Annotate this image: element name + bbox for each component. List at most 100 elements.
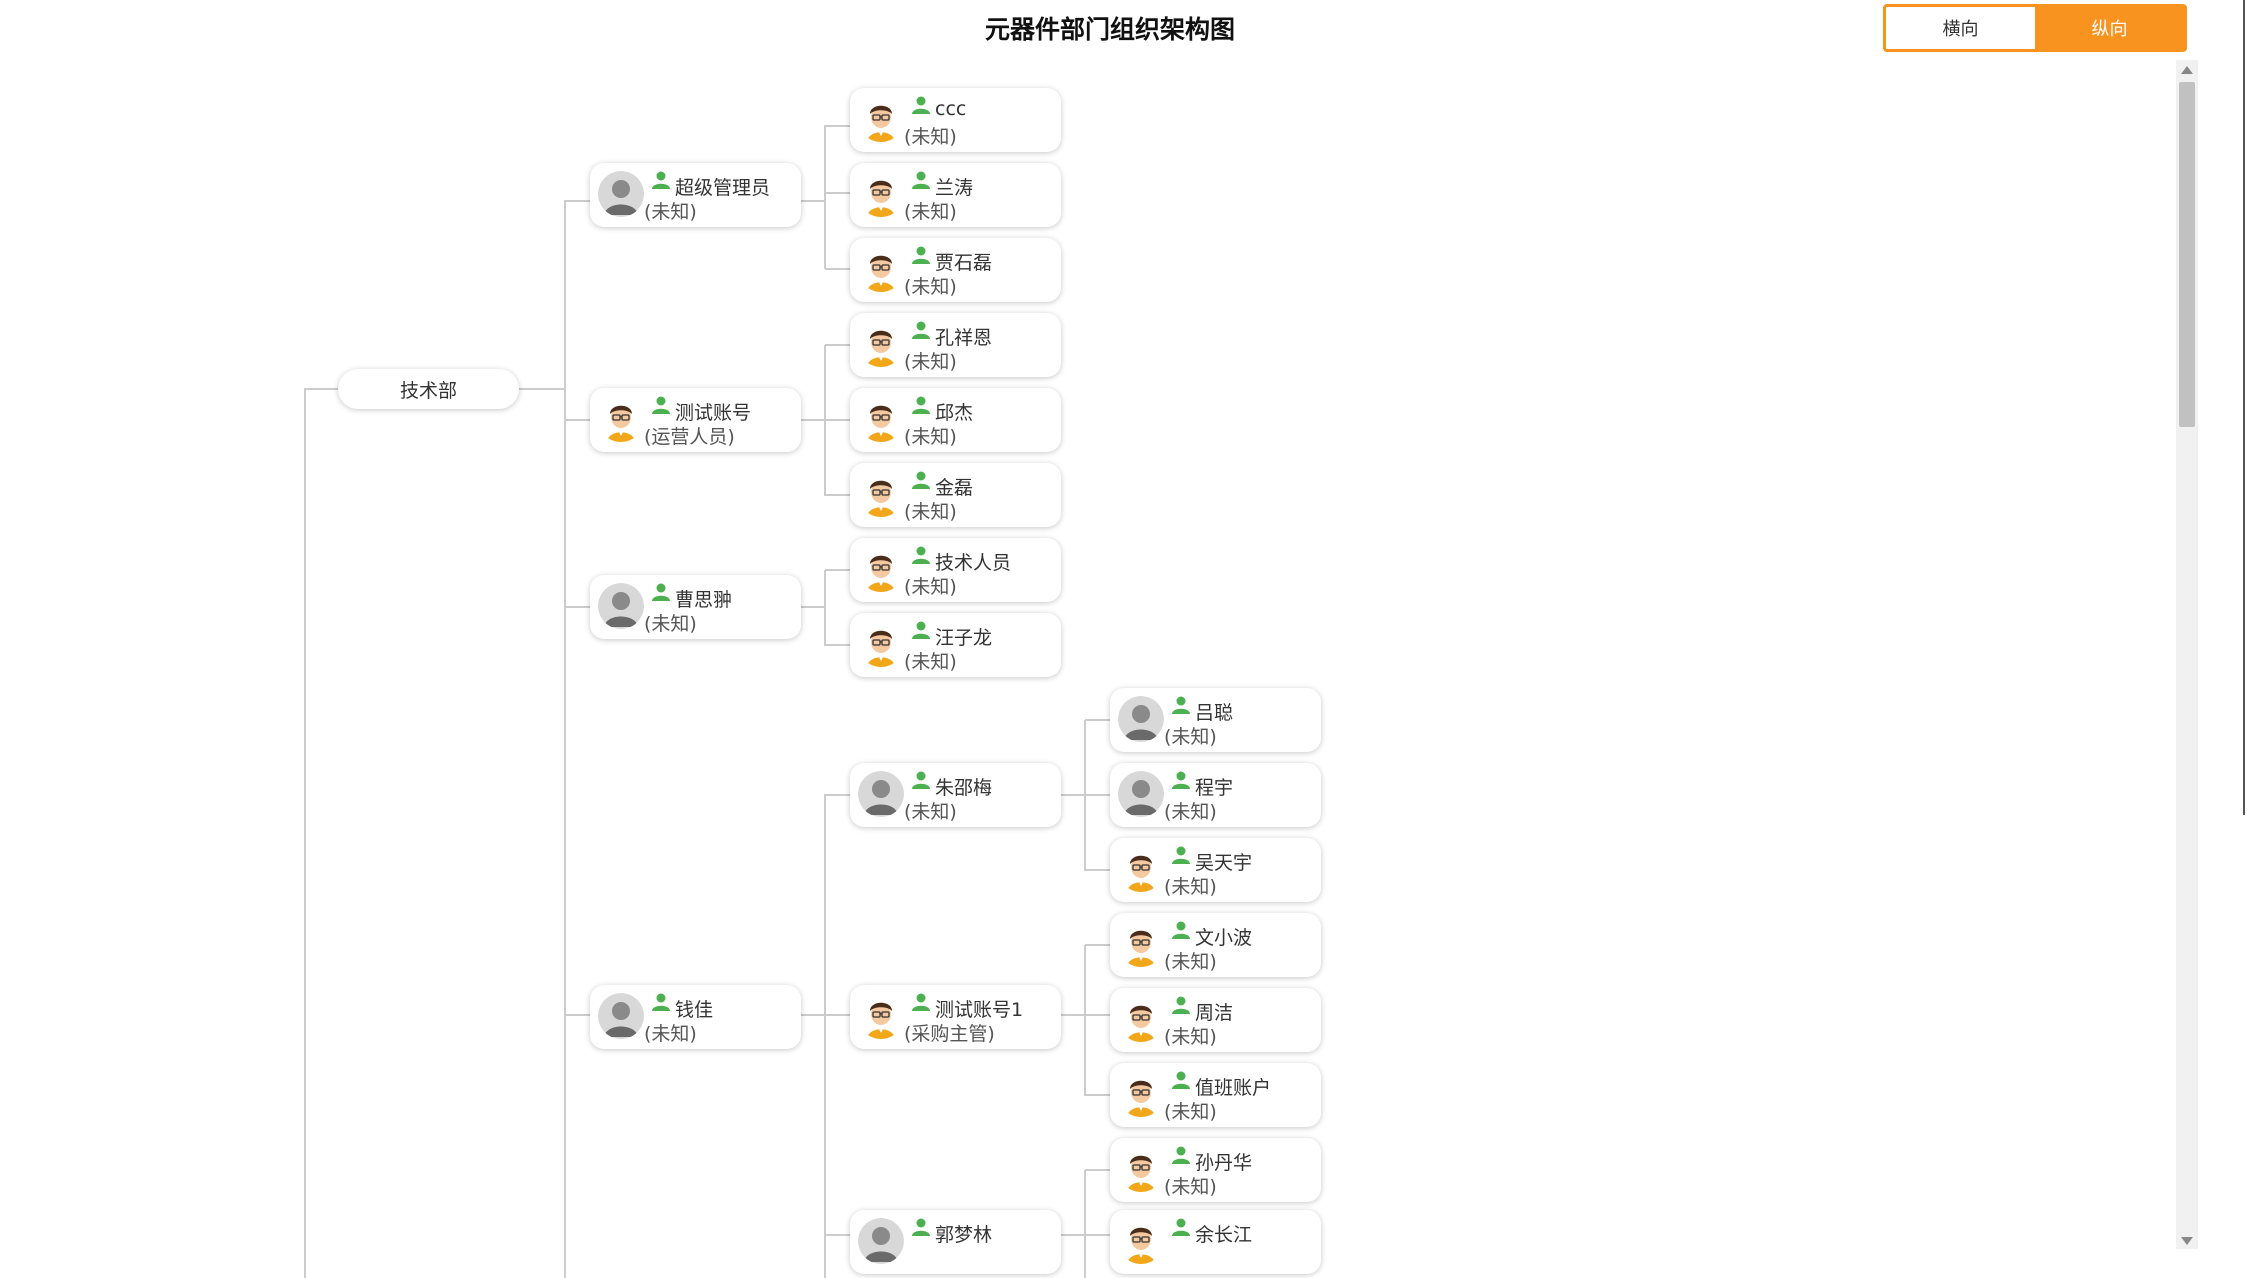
staff-card[interactable]: 吴天宇(未知) [1110,838,1321,902]
person-role: (未知) [904,576,957,598]
avatar [858,993,904,1039]
person-name: 孙丹华 [1195,1152,1253,1174]
person-role: (运营人员) [644,426,735,448]
person-role: (未知) [1164,951,1217,973]
person-name: 程宇 [1195,777,1234,799]
person-role: (未知) [1164,726,1217,748]
members-card[interactable]: 邱杰(未知) [850,388,1061,452]
window-edge [2243,0,2245,815]
page-title: 元器件部门组织架构图 [984,15,1235,44]
avatar [1118,846,1164,892]
person-role: (未知) [904,501,957,523]
person-icon [651,992,671,1012]
members-card[interactable]: 技术人员(未知) [850,538,1061,602]
person-icon [651,170,671,190]
avatar [598,583,644,629]
person-name: 周洁 [1195,1002,1234,1024]
avatar [858,471,904,517]
members-card[interactable]: 朱邵梅(未知) [850,763,1061,827]
person-role: (未知) [1164,1101,1217,1123]
avatar [598,396,644,442]
staff-card[interactable]: 文小波(未知) [1110,913,1321,977]
vertical-scrollbar[interactable] [2176,60,2198,1249]
person-icon [1171,845,1191,865]
avatar [598,171,644,217]
person-icon [911,170,931,190]
scroll-thumb[interactable] [2179,82,2195,427]
members-card[interactable]: 孔祥恩(未知) [850,313,1061,377]
person-role: (未知) [644,1023,697,1045]
staff-card[interactable]: 孙丹华(未知) [1110,1138,1321,1202]
person-role: (未知) [904,651,957,673]
person-role: (未知) [1164,801,1217,823]
managers-card[interactable]: 测试账号(运营人员) [590,388,801,452]
avatar [858,96,904,142]
person-icon [911,320,931,340]
staff-card[interactable]: 吕聪(未知) [1110,688,1321,752]
person-name: 贾石磊 [935,252,993,274]
person-icon [911,770,931,790]
person-icon [911,992,931,1012]
person-icon [911,470,931,490]
person-icon [1171,920,1191,940]
avatar [1118,1218,1164,1264]
orientation-toggle: 横向 纵向 [1883,4,2187,52]
person-role: (未知) [1164,876,1217,898]
person-role: (未知) [904,426,957,448]
person-name: ccc [935,98,967,120]
person-icon [651,395,671,415]
person-role: (未知) [904,801,957,823]
horizontal-button[interactable]: 横向 [1886,7,2035,49]
members-card[interactable]: 贾石磊(未知) [850,238,1061,302]
managers-card[interactable]: 钱佳(未知) [590,985,801,1049]
staff-card[interactable]: 余长江 [1110,1210,1321,1274]
person-name: 朱邵梅 [935,777,993,799]
avatar [1118,1071,1164,1117]
person-name: 余长江 [1195,1224,1253,1246]
person-name: 测试账号 [675,402,752,424]
avatar [858,621,904,667]
members-card[interactable]: 金磊(未知) [850,463,1061,527]
person-name: 吴天宇 [1195,852,1253,874]
vertical-button[interactable]: 纵向 [2035,7,2184,49]
person-name: 值班账户 [1195,1077,1272,1099]
person-name: 邱杰 [935,402,974,424]
person-icon [1171,1145,1191,1165]
person-name: 技术人员 [935,552,1012,574]
managers-card[interactable]: 曹思翀(未知) [590,575,801,639]
person-icon [911,95,931,115]
staff-card[interactable]: 程宇(未知) [1110,763,1321,827]
managers-card[interactable]: 超级管理员(未知) [590,163,801,227]
person-name: 兰涛 [935,177,974,199]
members-card[interactable]: 测试账号1(采购主管) [850,985,1061,1049]
department-node[interactable]: 技术部 [338,369,519,409]
avatar [1118,996,1164,1042]
avatar [858,171,904,217]
avatar [858,546,904,592]
person-icon [1171,995,1191,1015]
members-card[interactable]: 汪子龙(未知) [850,613,1061,677]
avatar [858,396,904,442]
person-name: 孔祥恩 [935,327,993,349]
person-name: 吕聪 [1195,702,1234,724]
scroll-down-icon[interactable] [2181,1237,2193,1245]
staff-card[interactable]: 值班账户(未知) [1110,1063,1321,1127]
scroll-up-icon[interactable] [2181,66,2193,74]
person-icon [911,545,931,565]
department-label: 技术部 [399,379,457,402]
person-icon [911,395,931,415]
members-card[interactable]: 郭梦林 [850,1210,1061,1274]
members-card[interactable]: 兰涛(未知) [850,163,1061,227]
avatar [1118,921,1164,967]
person-role: (未知) [904,126,957,148]
members-card[interactable]: ccc (未知) [850,88,1061,152]
avatar [1118,1146,1164,1192]
person-role: (未知) [1164,1176,1217,1198]
avatar [1118,771,1164,817]
avatar [858,1218,904,1264]
person-name: 郭梦林 [935,1224,993,1246]
staff-card[interactable]: 周洁(未知) [1110,988,1321,1052]
person-icon [1171,695,1191,715]
person-icon [1171,1070,1191,1090]
